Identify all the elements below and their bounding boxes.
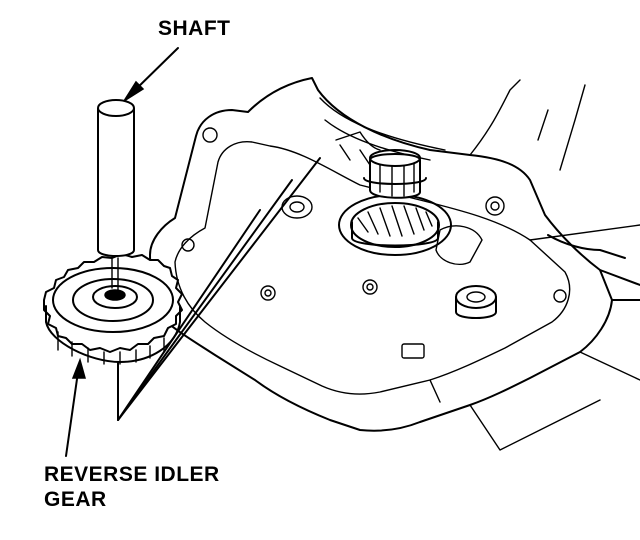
- shaft: [97, 99, 135, 291]
- shaft-leader-arrow: [123, 47, 179, 102]
- pinion-gear: [335, 131, 452, 256]
- gear-leader-arrow: [65, 357, 86, 457]
- gear-position-leader: [117, 157, 321, 421]
- reverse-idler-gear-label-line1: REVERSE IDLER: [44, 463, 220, 486]
- reverse-idler-gear: [43, 253, 183, 365]
- reverse-idler-gear-label-line2: GEAR: [44, 488, 107, 511]
- shaft-label: SHAFT: [158, 17, 231, 40]
- reverse-idler-gear-label: REVERSE IDLER GEAR: [44, 462, 220, 512]
